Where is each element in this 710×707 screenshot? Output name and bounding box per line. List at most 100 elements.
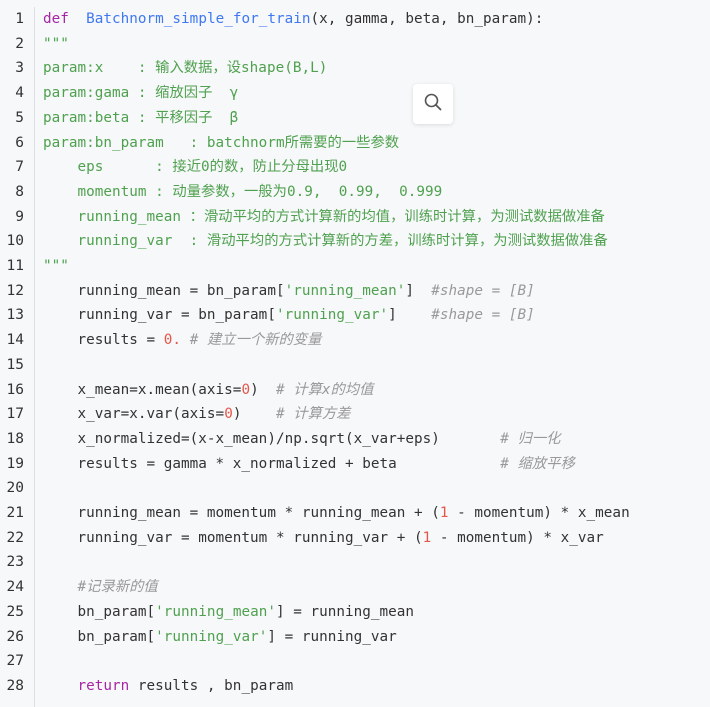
line-number: 27 bbox=[6, 653, 24, 670]
search-icon bbox=[423, 92, 443, 116]
code-line: def Batchnorm_simple_for_train(x, gamma,… bbox=[43, 7, 543, 32]
line-number: 16 bbox=[6, 381, 24, 398]
line-number: 9 bbox=[15, 208, 24, 225]
code-token: #shape = [B] bbox=[431, 307, 535, 324]
line-number: 15 bbox=[6, 356, 24, 373]
code-token: ] bbox=[388, 307, 432, 324]
code-token: ] = running_mean bbox=[275, 603, 415, 620]
line-number: 4 bbox=[15, 85, 24, 102]
line-number: 1 bbox=[15, 11, 24, 27]
code-token: results = gamma * x_normalized + beta bbox=[43, 455, 501, 472]
line-number: 11 bbox=[6, 258, 24, 274]
code-token: 0 bbox=[241, 381, 251, 398]
code-line: x_var=x.var(axis=0) # 计算方差 bbox=[43, 402, 351, 427]
code-token: param:gama : 缩放因子 γ bbox=[43, 85, 239, 102]
code-token: momentum : 动量参数，一般为0.9, 0.99, 0.999 bbox=[43, 183, 443, 200]
code-line: """ bbox=[43, 32, 69, 57]
line-number: 13 bbox=[6, 307, 24, 324]
line-number: 10 bbox=[6, 233, 24, 250]
code-line: results = 0. # 建立一个新的变量 bbox=[43, 328, 322, 353]
code-token: ] = running_var bbox=[267, 628, 397, 645]
code-line: eps : 接近0的数，防止分母出现0 bbox=[43, 155, 348, 180]
line-number: 20 bbox=[6, 480, 24, 497]
code-line: param:gama : 缩放因子 γ bbox=[43, 81, 238, 106]
code-token: running_mean = bn_param[ bbox=[43, 282, 285, 299]
code-token bbox=[43, 678, 78, 694]
line-number: 19 bbox=[6, 455, 24, 472]
code-line: return results , bn_param bbox=[43, 674, 294, 699]
code-token: x_normalized=(x-x_mean)/np.sqrt(x_var+ep… bbox=[43, 430, 501, 447]
code-token: # 计算x的均值 bbox=[275, 381, 374, 398]
code-token: 0 bbox=[224, 406, 233, 423]
code-line: param:x : 输入数据，设shape(B,L) bbox=[43, 56, 327, 81]
code-token: eps : 接近0的数，防止分母出现0 bbox=[43, 159, 348, 176]
code-token: ] bbox=[405, 282, 432, 299]
line-number-gutter bbox=[0, 7, 35, 707]
code-token: 0. bbox=[163, 332, 182, 349]
code-token: 1 bbox=[439, 505, 449, 521]
code-token: Batchnorm_simple_for_train bbox=[86, 11, 311, 27]
code-token: param:x : 输入数据，设shape(B,L) bbox=[43, 60, 328, 77]
line-number: 24 bbox=[6, 579, 24, 596]
code-token: ) bbox=[232, 406, 276, 423]
code-token: running_var = momentum * running_var + ( bbox=[43, 529, 423, 546]
line-number: 12 bbox=[6, 282, 24, 299]
code-token: bn_param[ bbox=[43, 603, 156, 620]
code-token: - momentum) * x_var bbox=[431, 529, 604, 546]
code-token: def bbox=[43, 11, 69, 27]
line-number: 17 bbox=[6, 406, 24, 423]
line-number: 25 bbox=[6, 603, 24, 620]
code-line: running_mean = momentum * running_mean +… bbox=[43, 501, 630, 526]
code-token: return bbox=[77, 677, 130, 694]
code-token: running_var = bn_param[ bbox=[43, 307, 276, 324]
line-number: 8 bbox=[15, 183, 24, 200]
code-token: results , bn_param bbox=[129, 677, 294, 694]
line-number: 21 bbox=[6, 505, 24, 521]
code-token: running_mean ：滑动平均的方式计算新的均值，训练时计算，为测试数据做… bbox=[43, 208, 605, 225]
code-token: running_var : 滑动平均的方式计算新的方差，训练时计算，为测试数据做… bbox=[43, 233, 608, 250]
code-token bbox=[181, 332, 190, 348]
line-number: 5 bbox=[15, 109, 24, 126]
code-token: x_mean=x.mean(axis= bbox=[43, 381, 242, 398]
code-token: (x, gamma, beta, bn_param): bbox=[310, 11, 544, 27]
code-token: - momentum) * x_mean bbox=[448, 505, 630, 521]
code-token: """ bbox=[43, 258, 69, 274]
search-button[interactable] bbox=[413, 84, 453, 124]
code-line: x_normalized=(x-x_mean)/np.sqrt(x_var+ep… bbox=[43, 427, 561, 452]
code-line: param:bn_param : batchnorm所需要的一些参数 bbox=[43, 131, 399, 156]
code-token bbox=[69, 11, 86, 27]
code-token: param:bn_param : batchnorm所需要的一些参数 bbox=[43, 134, 400, 151]
line-number: 22 bbox=[6, 529, 24, 546]
code-token: 'running_mean' bbox=[284, 282, 406, 299]
code-token: # 计算方差 bbox=[275, 406, 351, 423]
code-token: # 建立一个新的变量 bbox=[189, 332, 322, 349]
code-line: #记录新的值 bbox=[43, 575, 158, 600]
code-token: #shape = [B] bbox=[431, 282, 535, 299]
code-line: running_var : 滑动平均的方式计算新的方差，训练时计算，为测试数据做… bbox=[43, 229, 608, 254]
code-line: running_var = momentum * running_var + (… bbox=[43, 526, 604, 551]
code-line: bn_param['running_var'] = running_var bbox=[43, 625, 397, 650]
code-token: param:beta : 平移因子 β bbox=[43, 109, 239, 126]
code-token: 'running_mean' bbox=[155, 603, 276, 620]
code-token: # 归一化 bbox=[500, 430, 561, 447]
line-number: 7 bbox=[15, 159, 24, 176]
code-token: running_mean = momentum * running_mean +… bbox=[43, 505, 440, 521]
line-number: 3 bbox=[15, 60, 24, 77]
code-line: momentum : 动量参数，一般为0.9, 0.99, 0.999 bbox=[43, 180, 443, 205]
code-token: 1 bbox=[422, 529, 432, 546]
code-token: #记录新的值 bbox=[43, 579, 158, 596]
code-token: 'running_var' bbox=[275, 307, 389, 324]
code-token: ) bbox=[250, 381, 276, 398]
code-token: 'running_var' bbox=[155, 628, 268, 645]
line-number: 18 bbox=[6, 430, 24, 447]
line-number: 28 bbox=[6, 677, 24, 694]
code-line: running_var = bn_param['running_var'] #s… bbox=[43, 303, 535, 328]
code-line: param:beta : 平移因子 β bbox=[43, 106, 238, 131]
code-token: results = bbox=[43, 332, 164, 349]
code-token: # 缩放平移 bbox=[500, 455, 575, 472]
line-number: 6 bbox=[15, 134, 24, 151]
code-line: running_mean = bn_param['running_mean'] … bbox=[43, 279, 535, 304]
code-line: bn_param['running_mean'] = running_mean bbox=[43, 600, 414, 625]
code-line: running_mean ：滑动平均的方式计算新的均值，训练时计算，为测试数据做… bbox=[43, 205, 605, 230]
